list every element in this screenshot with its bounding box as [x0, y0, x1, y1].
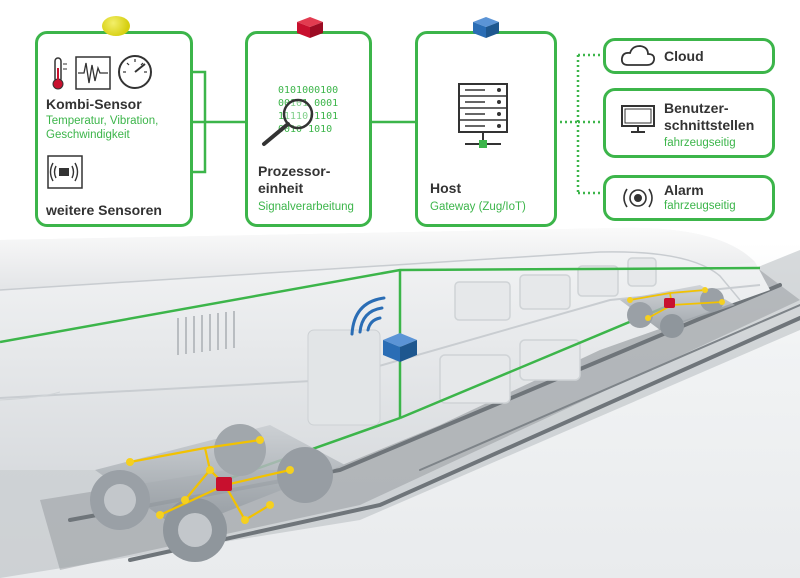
user-interface-title-1: Benutzer- — [664, 100, 729, 116]
bogie-front — [90, 424, 345, 562]
server-icon — [458, 83, 508, 148]
bogie-rear — [620, 285, 735, 338]
kombi-sensor-desc-1: Temperatur, Vibration, — [46, 115, 159, 127]
vibration-icon — [75, 56, 111, 90]
kombi-sensor-box — [35, 31, 193, 227]
cloud-box — [603, 38, 775, 74]
wireless-sensor-icon — [47, 155, 83, 189]
binary-line: 0010 1010 — [278, 124, 333, 135]
magnifier-icon — [262, 98, 314, 146]
alarm-icon — [623, 188, 653, 208]
user-interface-title-2: schnittstellen — [664, 117, 755, 133]
more-sensors-title: weitere Sensoren — [46, 202, 162, 218]
binary-line: 0101000100 — [278, 85, 339, 96]
cloud-title: Cloud — [664, 48, 704, 64]
processor-chip — [297, 17, 323, 38]
host-cube — [383, 333, 417, 362]
sensor-chip — [102, 16, 130, 36]
processor-desc: Signalverarbeitung — [258, 201, 354, 213]
host-title: Host — [430, 180, 462, 196]
host-chip — [473, 17, 499, 38]
kombi-sensor-title: Kombi-Sensor — [46, 96, 142, 112]
speedometer-icon — [118, 55, 152, 89]
thermometer-icon — [52, 57, 67, 90]
processor-title-1: Prozessor- — [258, 163, 331, 179]
binary-line: 11110(1101 — [278, 110, 338, 123]
wifi-icon — [350, 296, 386, 336]
host-desc: Gateway (Zug/IoT) — [430, 201, 526, 213]
monitor-icon — [621, 105, 655, 133]
alarm-sub: fahrzeugseitig — [664, 200, 736, 212]
kombi-sensor-desc-2: Geschwindigkeit — [46, 129, 130, 141]
alarm-box — [603, 175, 775, 221]
user-interface-sub: fahrzeugseitig — [664, 137, 736, 149]
processor-title-2: einheit — [258, 180, 304, 196]
cloud-icon — [620, 45, 656, 66]
host-box — [415, 31, 557, 227]
alarm-title: Alarm — [664, 182, 704, 198]
processor-box — [245, 31, 372, 227]
